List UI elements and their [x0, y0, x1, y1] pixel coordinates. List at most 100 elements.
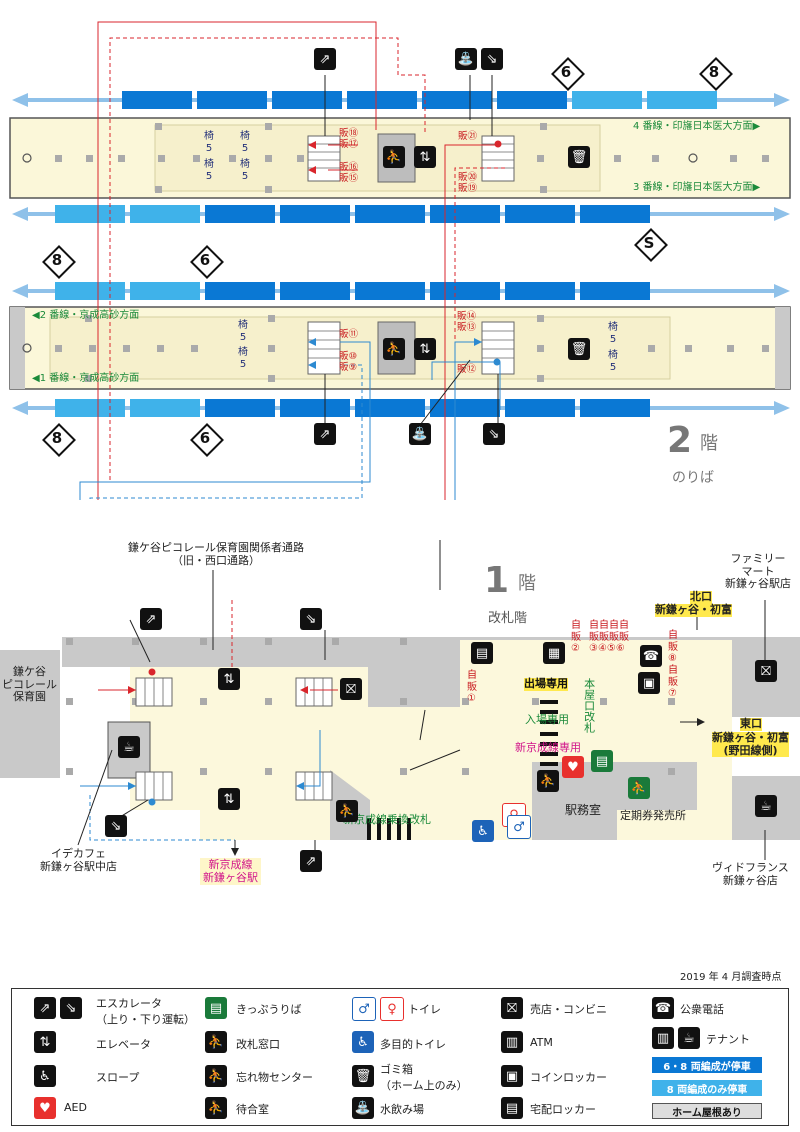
main-gate-label: 本屋口改札 [582, 678, 596, 733]
vending-8: 自 販 ⑧ [668, 630, 678, 664]
escalator-icon: ⇗ [140, 608, 162, 630]
legend-elevator: エレベータ [96, 1038, 151, 1051]
phone-icon: ☎ [640, 645, 662, 667]
legend-locker: コインロッカー [530, 1071, 607, 1084]
trash-icon: 🗑 [568, 338, 590, 360]
legend-delivery-locker: 宅配ロッカー [530, 1103, 596, 1116]
floor2-unit: 階 [700, 433, 718, 454]
shop-icon: ⛝ [501, 997, 523, 1019]
legend-multi-toilet: 多目的トイレ [380, 1038, 446, 1051]
floor2-number: 2 [667, 420, 693, 461]
marker-6-label: 6 [560, 63, 572, 81]
escalator-icon: ⇘ [60, 997, 82, 1019]
nursery-passage-label: 鎌ケ谷ピコレール保育園関係者通路 （旧・西口通路） [128, 541, 304, 567]
legend-ticket: きっぷうりば [236, 1003, 302, 1016]
marker-8-label: 8 [708, 63, 720, 81]
station-office-label: 駅務室 [565, 803, 602, 817]
trash-icon: 🗑 [568, 146, 590, 168]
track-1-label: ◀1 番線・京成高砂方面 [32, 373, 140, 384]
escalator-icon: ⇗ [314, 48, 336, 70]
toilet-men-icon: ♂ [507, 815, 531, 839]
vending-9: 販⑨ [339, 362, 358, 373]
slope-icon: ♿ [34, 1065, 56, 1087]
escalator-icon: ⇗ [34, 997, 56, 1019]
north-exit-label: 北口 [690, 590, 712, 604]
elevator-icon: ⇅ [218, 668, 240, 690]
legend-toilet: トイレ [408, 1003, 441, 1016]
family-mart-label: ファミリー マート 新鎌ヶ谷駅店 [725, 552, 791, 591]
vending-14: 販⑭ [457, 311, 477, 322]
track-4-label: 4 番線・印旛日本医大方面▶ [633, 121, 761, 132]
track-3-label: 3 番線・印旛日本医大方面▶ [633, 182, 761, 193]
track-lines [9, 21, 791, 500]
legend-escalator: エスカレータ （上り・下り運転） [96, 997, 195, 1026]
vending-12: 販⑫ [457, 364, 477, 375]
marker-s-label: S [643, 234, 655, 252]
keisei-only-label: 新京成線専用 [515, 741, 581, 754]
marker-8-label: 8 [51, 251, 63, 269]
bench-label: 椅 5 [238, 347, 248, 370]
vending-11: 販⑪ [339, 329, 359, 340]
escalator-icon: ⇘ [483, 423, 505, 445]
floor1-map: 1 階 改札階 鎌ケ谷ピコレール保育園関係者通路 （旧・西口通路） 鎌ケ谷 ピコ… [0, 500, 800, 900]
east-exit-label: 東口 [740, 717, 762, 731]
transfer-gate-label: 新京成線乗換改札 [343, 813, 431, 826]
floor1-unit: 階 [518, 573, 536, 594]
vie-de-france-label: ヴィドフランス 新鎌ヶ谷店 [712, 861, 789, 887]
lost-found-icon: ⛹ [336, 800, 358, 822]
delivery-locker-icon: ▦ [543, 642, 565, 664]
legend-tenant: テナント [706, 1033, 750, 1046]
legend-shop: 売店・コンビニ [530, 1003, 607, 1016]
keisei-exit-label: 新京成線 新鎌ヶ谷駅 [200, 858, 261, 886]
bench-label: 椅 5 [204, 131, 214, 154]
bench-label: 椅 5 [608, 322, 618, 345]
tenant-cafe-icon: ☕ [678, 1027, 700, 1049]
vending-10: 販⑩ [339, 351, 358, 362]
lost-found-icon: ⛹ [205, 1065, 227, 1087]
legend-waiting: 待合室 [236, 1103, 269, 1116]
legend-box: ⇗ ⇘ エスカレータ （上り・下り運転） ⇅ エレベータ ♿ スロープ ♥ AE… [11, 988, 789, 1126]
legend-stop68: 6・8 両編成が停車 [652, 1057, 762, 1073]
ticket-office-label: 定期券発売所 [620, 809, 686, 822]
escalator-icon: ⇘ [300, 608, 322, 630]
legend-phone: 公衆電話 [680, 1003, 724, 1016]
legend-gate-window: 改札窓口 [236, 1038, 280, 1051]
delivery-locker-icon: ▤ [501, 1097, 523, 1119]
legend-lost-found: 忘れ物センター [236, 1071, 313, 1084]
floor2-name: のりば [672, 470, 714, 486]
gate-window-icon: ⛹ [205, 1031, 227, 1053]
water-fountain-icon: ⛲ [455, 48, 477, 70]
waiting-room-icon: ⛹ [383, 146, 405, 168]
vending-16: 販⑯ [339, 162, 359, 173]
track-2-label: ◀2 番線・京成高砂方面 [32, 310, 140, 321]
elevator-icon: ⇅ [414, 146, 436, 168]
vending-13: 販⑬ [457, 322, 477, 333]
floor1-number: 1 [484, 560, 510, 601]
vending-18: 販⑱ [339, 128, 359, 139]
vending-2: 自 販 ② [571, 620, 581, 654]
vending-21: 販㉑ [458, 131, 478, 142]
legend-aed: AED [64, 1101, 87, 1114]
ticket-machine-icon: ▤ [205, 997, 227, 1019]
legend-atm: ATM [530, 1036, 553, 1049]
shop-icon: ⛝ [755, 660, 777, 682]
legend-slope: スロープ [96, 1071, 140, 1084]
marker-8-label: 8 [51, 429, 63, 447]
aed-icon: ♥ [562, 756, 584, 778]
aed-icon: ♥ [34, 1097, 56, 1119]
ticket-machine-icon: ▤ [591, 750, 613, 772]
north-exit-sub: 新鎌ヶ谷・初富 [655, 603, 732, 617]
legend-water: 水飲み場 [380, 1103, 424, 1116]
coin-locker-icon: ▣ [501, 1065, 523, 1087]
trash-icon: 🗑 [352, 1065, 374, 1087]
cafe-left-label: イデカフェ 新鎌ヶ谷駅中店 [40, 847, 117, 873]
atm-icon: ▥ [501, 1031, 523, 1053]
marker-6-label: 6 [199, 429, 211, 447]
vending-1: 自 販 ① [467, 670, 477, 704]
vending-17: 販⑰ [339, 139, 359, 150]
accessible-toilet-icon: ♿ [352, 1031, 374, 1053]
legend-stop8: 8 両編成のみ停車 [652, 1080, 762, 1096]
vending-15: 販⑮ [339, 173, 359, 184]
vending-7: 自 販 ⑦ [668, 665, 678, 699]
toilet-men-icon: ♂ [352, 997, 376, 1021]
